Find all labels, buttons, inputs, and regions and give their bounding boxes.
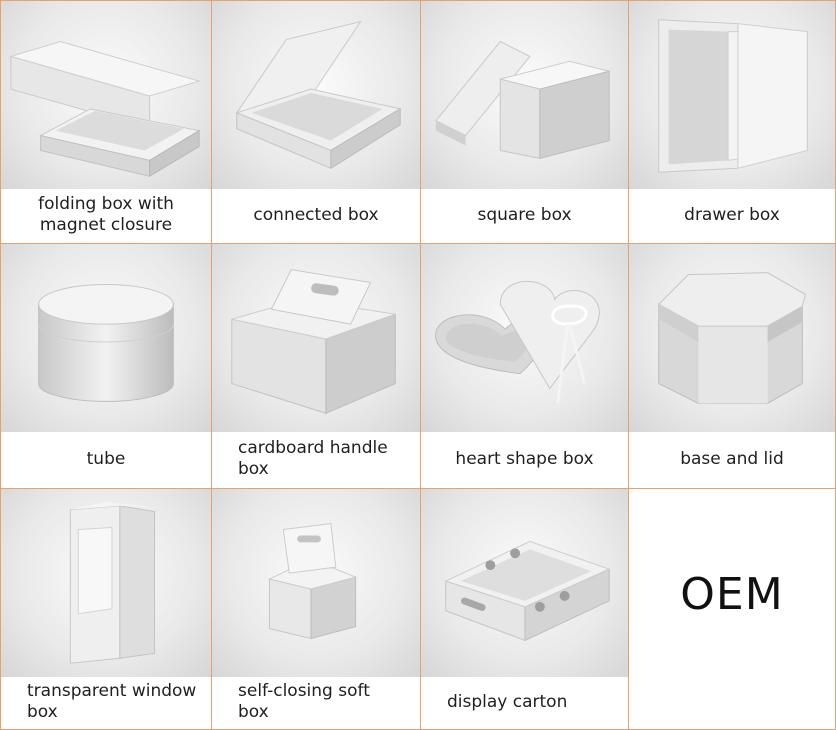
item-label: base and lid <box>680 448 784 469</box>
grid-cell-handle-box: cardboard handle box <box>211 243 421 489</box>
grid-cell-display-carton: display carton <box>420 488 629 730</box>
heart-box-icon <box>421 244 628 432</box>
grid-cell-heart-box: heart shape box <box>420 243 629 489</box>
square-box-icon <box>421 1 628 189</box>
grid-cell-square-box: square box <box>420 0 629 244</box>
item-label: connected box <box>253 204 379 225</box>
item-label: square box <box>477 204 572 225</box>
folding-box-icon <box>1 1 211 189</box>
item-label: cardboard handle box <box>238 438 388 479</box>
handle-box-icon <box>212 244 420 432</box>
grid-cell-base-lid: base and lid <box>628 243 836 489</box>
grid-cell-connected-box: connected box <box>211 0 421 244</box>
drawer-box-icon <box>629 1 835 189</box>
grid-cell-oem: OEM <box>628 488 836 730</box>
item-label: folding box with magnet closure <box>38 194 174 235</box>
item-label: display carton <box>447 691 568 712</box>
grid-cell-tube: tube <box>0 243 212 489</box>
window-box-icon <box>1 489 211 677</box>
grid-cell-window-box: transparent window box <box>0 488 212 730</box>
item-label: heart shape box <box>455 448 594 469</box>
self-closing-box-icon <box>212 489 420 677</box>
octagon-box-icon <box>629 244 835 432</box>
grid-cell-folding-box: folding box with magnet closure <box>0 0 212 244</box>
grid-cell-self-closing-box: self-closing soft box <box>211 488 421 730</box>
item-label: drawer box <box>684 204 780 225</box>
tube-icon <box>1 244 211 432</box>
connected-box-icon <box>212 1 420 189</box>
item-label: transparent window box <box>27 681 197 722</box>
item-label: self-closing soft box <box>238 681 370 722</box>
item-label: tube <box>86 448 126 469</box>
grid-cell-drawer-box: drawer box <box>628 0 836 244</box>
display-carton-icon <box>421 489 628 677</box>
oem-label: OEM <box>680 568 784 620</box>
